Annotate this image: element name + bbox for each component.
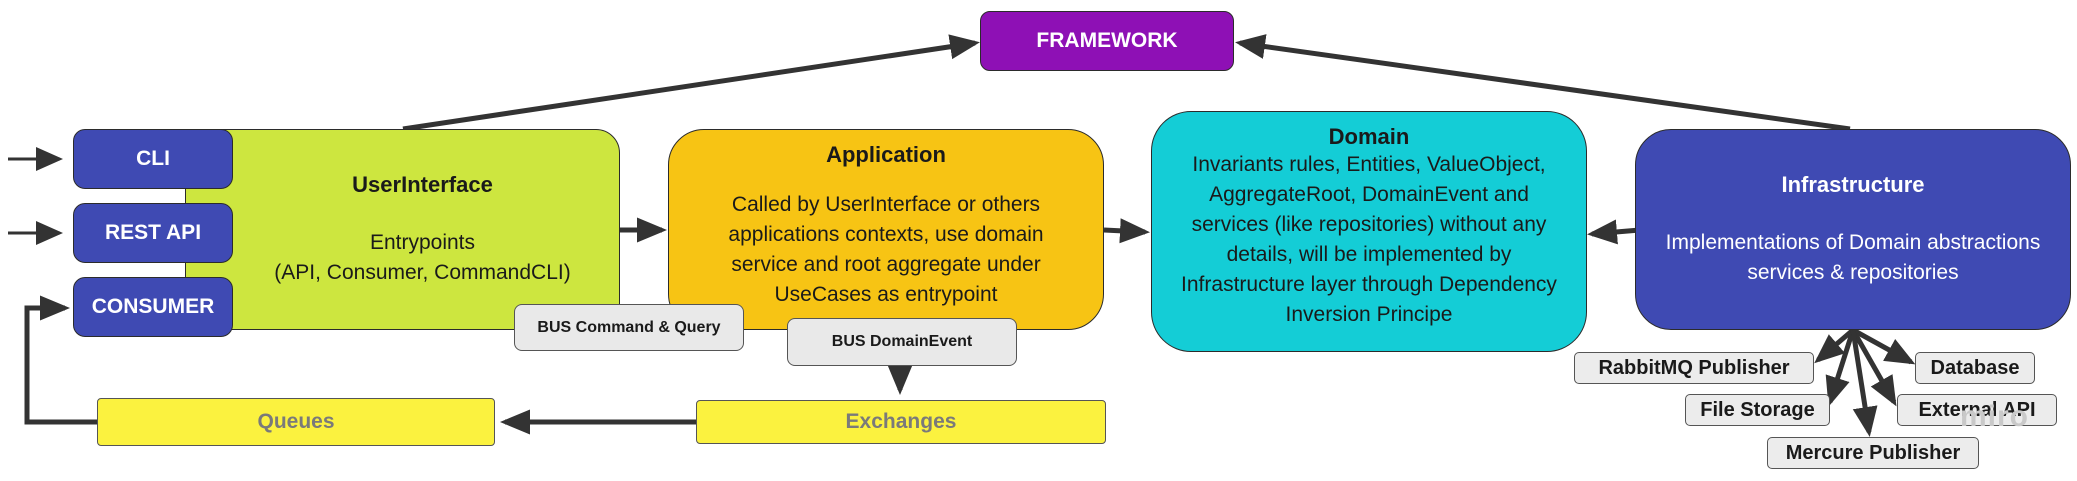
arrow-infra-to-mercure xyxy=(1850,329,1878,437)
exchanges-label: Exchanges xyxy=(845,410,957,433)
arrow-infra-to-filestorage xyxy=(1825,329,1856,407)
queues-box: Queues xyxy=(97,398,495,446)
bus-domain-event-label: BUS DomainEvent xyxy=(831,333,973,350)
miro-watermark: miro xyxy=(1960,400,2030,433)
arrow-infra-to-rabbitmq xyxy=(1814,328,1855,364)
arrow-ui-to-framework xyxy=(402,34,980,132)
framework-label: FRAMEWORK xyxy=(1036,29,1178,52)
infrastructure-box: Infrastructure Implementations of Domain… xyxy=(1635,129,2071,330)
rabbitmq-publisher-tag: RabbitMQ Publisher xyxy=(1574,352,1814,384)
cli-button[interactable]: CLI xyxy=(73,129,233,189)
mercure-publisher-tag: Mercure Publisher xyxy=(1767,437,1979,469)
user-interface-title: UserInterface xyxy=(352,171,493,197)
exchanges-box: Exchanges xyxy=(696,400,1106,444)
database-tag: Database xyxy=(1915,352,2035,384)
file-storage-tag: File Storage xyxy=(1685,394,1830,426)
framework-box: FRAMEWORK xyxy=(980,11,1234,71)
arrow-infra-to-database xyxy=(1851,327,1916,365)
consumer-button[interactable]: CONSUMER xyxy=(73,277,233,337)
user-interface-content: UserInterface Entrypoints (API, Consumer… xyxy=(274,172,570,288)
application-desc: Called by UserInterface or others applic… xyxy=(728,193,1044,306)
user-interface-box: UserInterface Entrypoints (API, Consumer… xyxy=(185,129,620,330)
application-title: Application xyxy=(826,142,946,167)
external-api-label: External API xyxy=(1918,398,2036,421)
database-label: Database xyxy=(1930,356,2020,379)
file-storage-label: File Storage xyxy=(1700,398,1815,421)
arrow-infra-to-domain xyxy=(1587,219,1641,245)
cli-label: CLI xyxy=(136,147,170,170)
arrow-infra-to-externalapi xyxy=(1850,328,1897,407)
infrastructure-title: Infrastructure xyxy=(1781,171,1925,197)
rabbitmq-publisher-label: RabbitMQ Publisher xyxy=(1598,356,1790,379)
application-box: Application Called by UserInterface or o… xyxy=(668,129,1104,330)
user-interface-line2: (API, Consumer, CommandCLI) xyxy=(274,260,571,284)
bus-command-query-label: BUS Command & Query xyxy=(537,318,721,336)
infrastructure-desc: Implementations of Domain abstractions s… xyxy=(1665,230,2041,284)
arrow-infra-to-framework xyxy=(1235,34,1851,132)
rest-api-label: REST API xyxy=(104,221,202,244)
domain-desc: Invariants rules, Entities, ValueObject,… xyxy=(1181,153,1557,326)
domain-title: Domain xyxy=(1328,124,1410,149)
rest-api-button[interactable]: REST API xyxy=(73,203,233,263)
queues-label: Queues xyxy=(257,410,335,433)
domain-box: Domain Invariants rules, Entities, Value… xyxy=(1151,111,1587,352)
mercure-publisher-label: Mercure Publisher xyxy=(1785,441,1961,464)
arrow-application-to-domain xyxy=(1103,218,1150,244)
consumer-label: CONSUMER xyxy=(91,295,215,318)
bus-domain-event: BUS DomainEvent xyxy=(787,318,1017,366)
bus-command-query: BUS Command & Query xyxy=(514,304,744,351)
user-interface-line1: Entrypoints xyxy=(369,230,476,254)
external-api-tag: External API xyxy=(1897,394,2057,426)
arrow-queues-to-consumer xyxy=(24,295,97,425)
